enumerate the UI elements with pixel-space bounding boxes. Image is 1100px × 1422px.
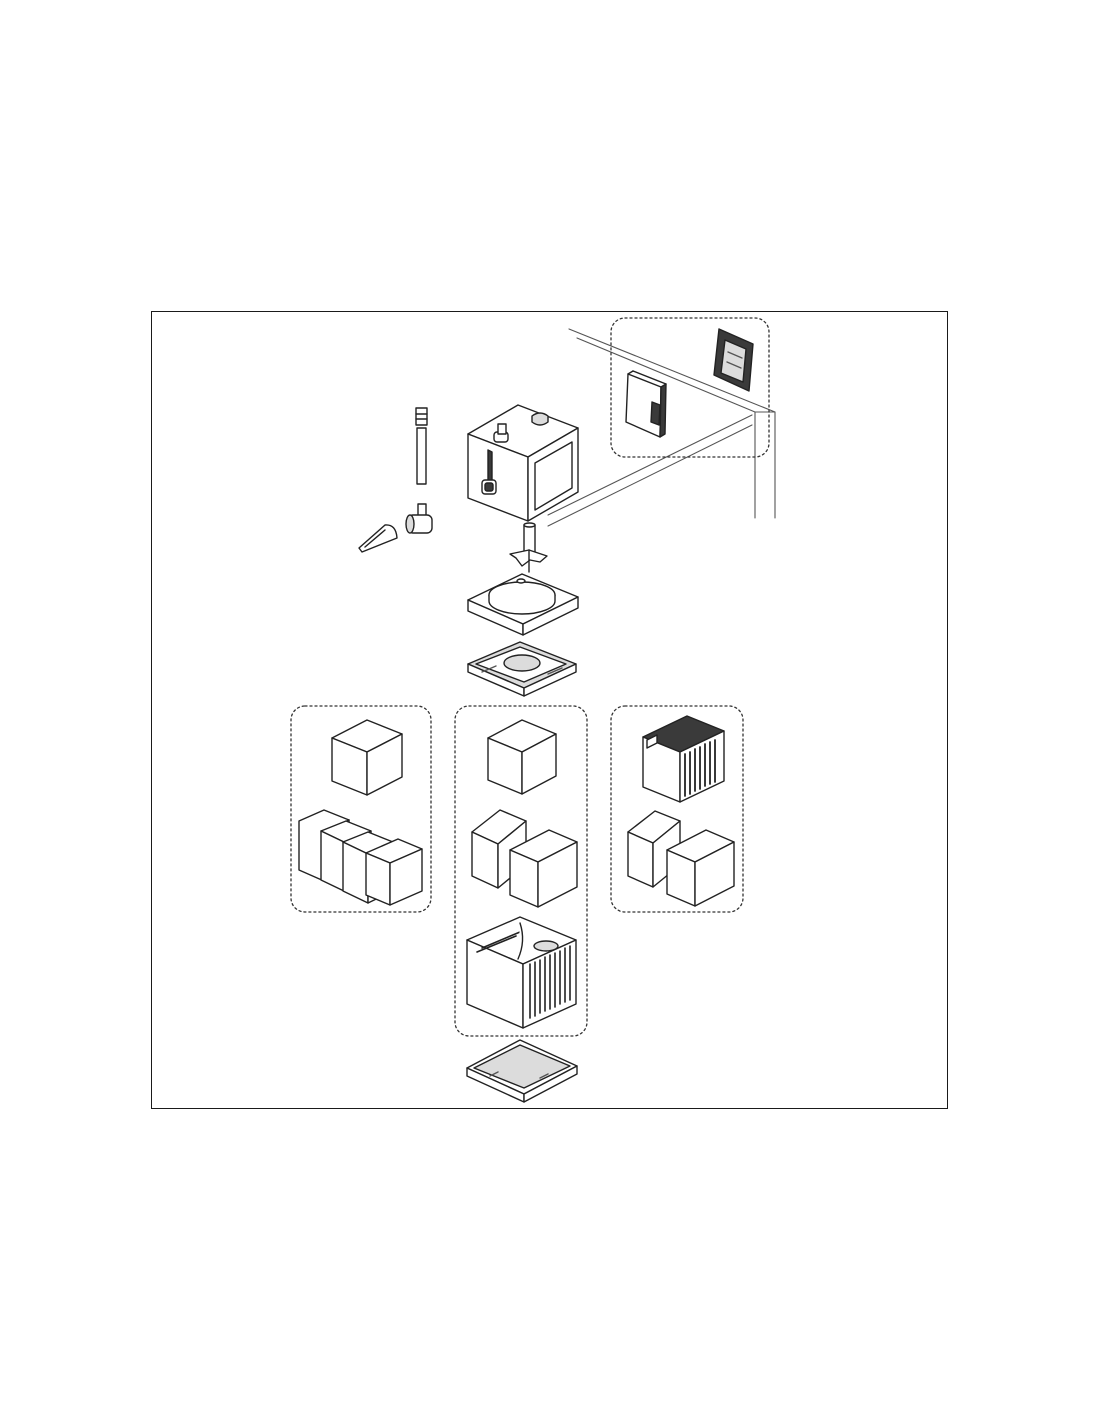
pump-head-icon [467, 404, 579, 522]
connector-icon [415, 407, 428, 426]
figure-frame [151, 311, 948, 1109]
filter-pad-icon [627, 810, 681, 888]
aquarium-edge-icon [547, 328, 776, 527]
impeller-icon [509, 522, 548, 573]
sponge-block-icon [331, 719, 403, 796]
right-media-group [610, 705, 744, 913]
cartridge-icon [642, 715, 725, 803]
sponge-block-icon [487, 719, 557, 795]
filter-pad-icon [509, 829, 578, 908]
left-media-group [290, 705, 432, 913]
center-media-group [454, 705, 588, 1037]
impeller-cover-icon [467, 573, 579, 636]
elbow-fitting-icon [405, 503, 433, 534]
nozzle-icon [358, 524, 398, 553]
media-tray-icon [467, 641, 577, 697]
media-basket-icon [466, 916, 577, 1029]
intake-tube-icon [416, 427, 427, 485]
bottom-tray-icon [466, 1039, 578, 1103]
filter-pad-icon [365, 838, 423, 906]
mounting-plate-icon [713, 328, 754, 392]
filter-clip-icon [625, 370, 667, 438]
exploded-parts-diagram [290, 317, 776, 1103]
mounting-clips-group [610, 317, 770, 458]
filter-pad-icon [666, 829, 735, 907]
